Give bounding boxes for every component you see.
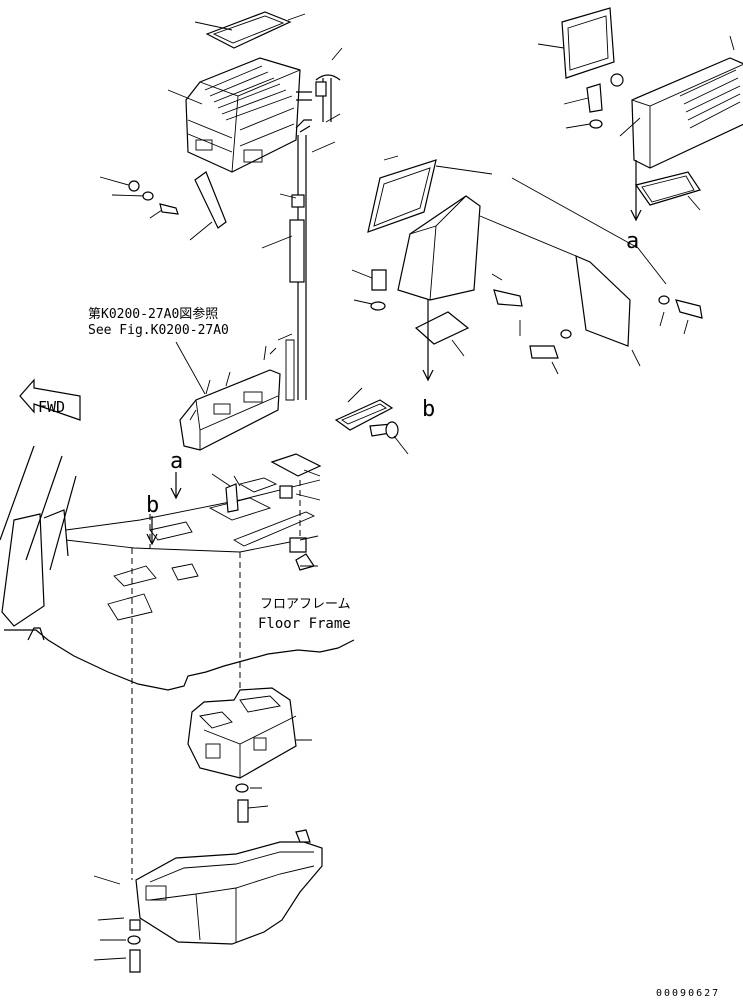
marker-b-label: b: [146, 493, 159, 518]
fwd-arrow: FWD: [19, 378, 81, 421]
control-panel: [179, 345, 399, 451]
drawing-number: 00090627: [656, 988, 720, 999]
reference-note-jp: 第K0200-27A0図参照: [88, 306, 218, 322]
marker-b-label: b: [422, 397, 435, 422]
reference-note: 第K0200-27A0図参照 See Fig.K0200-27A0: [88, 306, 229, 338]
duct-panel: [367, 159, 703, 359]
marker-b-top: b: [422, 397, 435, 422]
bottom-duct: [127, 829, 323, 973]
heater-case: [187, 687, 297, 823]
marker-a-label: a: [170, 449, 183, 474]
marker-a-top: a: [626, 229, 639, 254]
marker-a-floor: a: [170, 449, 183, 500]
floor-frame-label-jp: フロアフレーム: [260, 597, 351, 612]
marker-a-label: a: [626, 229, 639, 254]
heater-core-unit: [185, 11, 301, 173]
reference-note-en: See Fig.K0200-27A0: [88, 323, 229, 338]
marker-b-floor: b: [146, 493, 159, 546]
floor-frame-label: フロアフレーム Floor Frame: [258, 597, 351, 632]
cover-assembly: [561, 7, 743, 206]
floor-frame-label-en: Floor Frame: [258, 616, 351, 632]
fwd-label: FWD: [38, 398, 65, 416]
floor-frame: [0, 445, 355, 691]
